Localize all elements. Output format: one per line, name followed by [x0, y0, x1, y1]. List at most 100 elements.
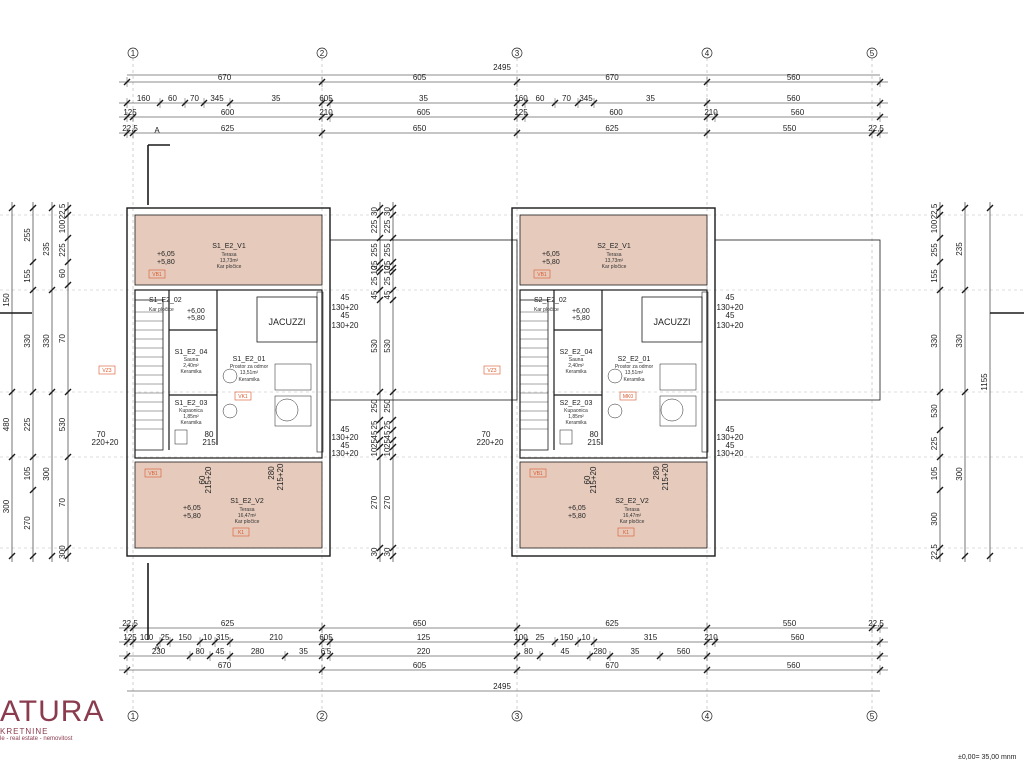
terrace-bottom-floor: Kar pločice [620, 519, 645, 525]
axis-label-top: 2 [320, 49, 325, 58]
dim-bot-row1-value: 625 [605, 619, 619, 628]
dim-left-col2-tick [29, 486, 37, 494]
dim-middle-0-value: 25 [370, 439, 379, 448]
tag-box [234, 391, 252, 401]
dim-middle-0-value: 10 [370, 447, 379, 456]
dim-middle-1-value: 250 [383, 399, 392, 413]
elevation-reference: ±0,00= 35,00 mnm [958, 754, 1017, 761]
bath-area: 1,85m² [568, 414, 584, 420]
dim-top-row3-value: 600 [221, 108, 235, 117]
dim-bot-row2-value: 10 [582, 633, 591, 642]
dim-left-col4-tick [64, 211, 72, 219]
dim-left-col1-tick [8, 204, 16, 212]
table [222, 403, 238, 419]
door-dim: 280 [652, 466, 661, 480]
door-dim: 215+20 [589, 466, 598, 493]
dim-left-col2-value: 330 [23, 334, 32, 348]
tag-box [98, 365, 116, 375]
dim-left-col4-value: 100 [58, 219, 67, 233]
roof-outline-2 [714, 239, 881, 401]
dim-bot-row1-value: 22,5 [868, 619, 884, 628]
dim-top-row3-value: 210 [704, 108, 718, 117]
axis-label-top: 3 [515, 49, 520, 58]
dim-middle-0-value: 30 [370, 207, 379, 216]
dim-middle-1-tick [389, 453, 397, 461]
dim-bot-row4-value: 605 [413, 661, 427, 670]
sauna-id: S1_E2_04 [175, 349, 208, 356]
dim-right-col1-tick [936, 211, 944, 219]
terrace-top-name: Terasa [221, 252, 236, 258]
dim-bot-row2-value: 605 [319, 633, 333, 642]
dim-bot-row2-value: 315 [216, 633, 230, 642]
dim-left-col2-value: 255 [23, 228, 32, 242]
dim-top-row2-value: 345 [579, 94, 593, 103]
axis-label-bottom: 4 [705, 712, 710, 721]
dim-top-row1-value: 670 [218, 73, 232, 82]
landing-floor: Kar pločice [534, 307, 559, 313]
dim-bot-row2-value: 25 [161, 633, 170, 642]
dim-bot-row3-value: 230 [152, 647, 166, 656]
section-marker-top: A [154, 126, 160, 135]
axis-label-top: 4 [705, 49, 710, 58]
dim-left-col4-tick [64, 234, 72, 242]
dim-bot-row3-value: 80 [196, 647, 205, 656]
door-dim: 215 [587, 438, 601, 447]
tag-box [619, 391, 637, 401]
tag-label: VB1 [152, 272, 162, 278]
dim-left-col4-value: 70 [58, 334, 67, 343]
tag-label: VK1 [238, 394, 248, 400]
door-dim: 215+20 [276, 463, 285, 490]
bath-area: 1,85m² [183, 414, 199, 420]
dim-middle-0-value: 25 [370, 260, 379, 269]
dim-top-row3-value: 125 [514, 108, 528, 117]
terrace-bottom-name: Terasa [239, 507, 254, 513]
dim-right-col3-tick [986, 552, 994, 560]
dim-top-row2-value: 70 [190, 94, 199, 103]
jacuzzi-label: JACUZZI [269, 317, 306, 327]
terrace-bottom-id: S2_E2_V2 [615, 498, 649, 505]
dim-middle-1-tick [389, 544, 397, 552]
bath-floor: Keramika [565, 420, 586, 426]
dim-middle-1-value: 25 [383, 276, 392, 285]
dim-left-col1-value: 480 [2, 417, 11, 431]
dim-left-col2-tick [29, 453, 37, 461]
dim-top-row2-value: 345 [210, 94, 224, 103]
dim-middle-0-value: 250 [370, 399, 379, 413]
axis-label-bottom: 2 [320, 712, 325, 721]
dim-bot-row4-value: 670 [218, 661, 232, 670]
dim-bot-row3-value: 80 [524, 647, 533, 656]
dim-bot-row2-value: 210 [704, 633, 718, 642]
axis-bubble-bottom [316, 710, 328, 722]
dim-right-col1-tick [936, 388, 944, 396]
dim-bot-row3-value: 280 [593, 647, 607, 656]
tag-label: VB1 [533, 471, 543, 477]
level-bottom-1: +6,05 [183, 505, 201, 512]
dim-middle-1-tick [389, 204, 397, 212]
landing-id: S1_E2_02 [149, 297, 182, 304]
dim-left-col3-tick [48, 204, 56, 212]
table-round [275, 398, 299, 422]
terrace-top-id: S1_E2_V1 [212, 243, 246, 250]
dim-right-col2-value: 300 [955, 467, 964, 481]
dim-right-col1-tick [936, 486, 944, 494]
dim-middle-0-value: 45 [370, 430, 379, 439]
dim-top-row4-value: 650 [413, 124, 427, 133]
dim-left-col1-tick [8, 552, 16, 560]
dim-bot-row1-value: 22,5 [122, 619, 138, 628]
dim-middle-0-tick [376, 204, 384, 212]
dim-middle-1-tick [389, 211, 397, 219]
dim-top-row2-value: 35 [419, 94, 428, 103]
dim-middle-0-tick [376, 426, 384, 434]
dim-middle-0-value: 255 [370, 243, 379, 257]
dim-middle-1-tick [389, 426, 397, 434]
level-mid-1: +6,00 [187, 308, 205, 315]
dim-right-col3-value: 1155 [980, 373, 989, 391]
dim-middle-0-tick [376, 286, 384, 294]
dim-middle-0-tick [376, 296, 384, 304]
axis-bubble-bottom [511, 710, 523, 722]
terrace-bottom [519, 461, 708, 549]
dim-middle-0-tick [376, 211, 384, 219]
